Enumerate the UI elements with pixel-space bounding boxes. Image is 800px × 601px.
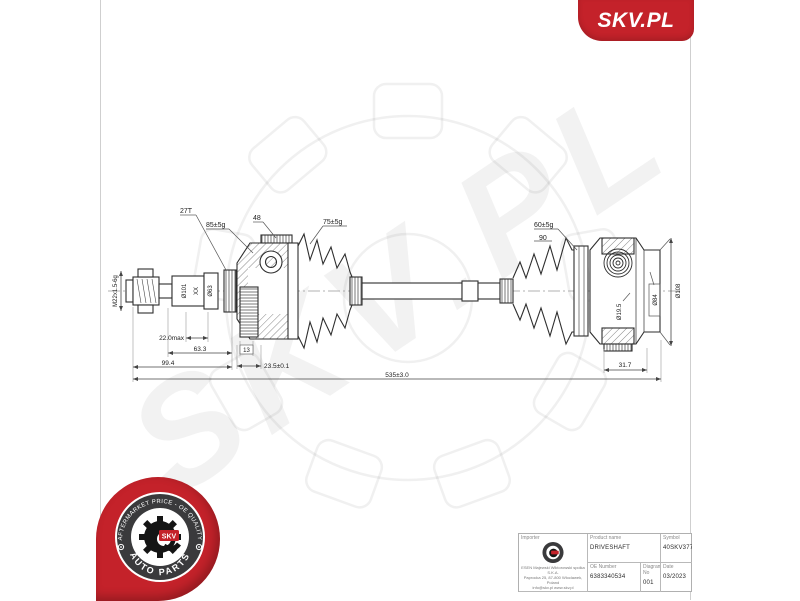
dim-23: 23.5±0.1 (264, 363, 290, 370)
date-value: 03/2023 (663, 574, 687, 580)
callout-spline-teeth: 27T (180, 208, 193, 215)
dia-boxed-frame (648, 283, 661, 317)
importer-cell: Importer ESEN Majewski Wiktorowski spolk… (519, 534, 588, 592)
title-block-table: Importer ESEN Majewski Wiktorowski spolk… (518, 533, 692, 592)
callout-dia-a: Ø101 (182, 283, 188, 298)
skv-badge-small-icon (542, 541, 564, 564)
outer-housing-cap-top (601, 237, 635, 255)
dim-13-box (239, 344, 254, 355)
badge-dot-left (117, 543, 125, 551)
left-boot-top (297, 232, 353, 278)
importer-label: Importer (521, 535, 540, 541)
badge-dot-right (195, 543, 203, 551)
diagram-no-cell: Diagram No 001 (641, 563, 661, 592)
leader-lines (180, 214, 671, 346)
callout-thread: M22x1.5-6g (113, 275, 119, 307)
symbol-cell: Symbol 40SKV377 (661, 534, 692, 563)
importer-address: ESEN Majewski Wiktorowski spolka S.K.A. … (521, 565, 585, 590)
dim-22max: 22.0max (159, 335, 185, 342)
callout-dia-shaft: Ø19.5 (617, 303, 623, 320)
outer-housing-cap-bottom (601, 327, 635, 345)
spline-section (223, 269, 237, 313)
left-boot-bottom (297, 304, 353, 350)
callout-dia-boxed: Ø84 (653, 294, 659, 306)
right-boot-bottom (512, 302, 574, 346)
skv-logo-text: SKV.PL (597, 8, 675, 32)
right-boot-top (512, 236, 574, 280)
callout-abs-teeth: 48 (253, 215, 261, 222)
callout-dia-c: Ø63 (208, 285, 214, 297)
callout-grease-right-boot: 60±5g (534, 222, 554, 229)
product-name-cell: Product name DRIVESHAFT (588, 534, 661, 563)
shaft (361, 282, 463, 300)
wheel-bearing (603, 248, 633, 278)
callout-dia-ring: Ø108 (676, 283, 682, 298)
abs-ring-left (260, 234, 293, 244)
product-name-label: Product name (590, 535, 622, 541)
dim-overall: 535±3.0 (385, 372, 409, 379)
neck (158, 283, 173, 299)
page-border-right (690, 0, 691, 600)
dim-13: 13 (243, 348, 250, 354)
gear-wrench-icon: SKV (139, 516, 181, 558)
diagram-no-label: Diagram No (643, 564, 661, 576)
date-label: Date (663, 564, 674, 570)
callout-dia-b: XX (194, 287, 200, 295)
skv-auto-parts-badge: AFTERMARKET PRICE - OE QUALITY AUTO PART… (115, 492, 205, 582)
date-cell: Date 03/2023 (661, 563, 692, 592)
diagram-no-value: 001 (643, 580, 654, 586)
nut-flat-top (137, 268, 154, 278)
callout-grease-inner: 85±5g (206, 222, 226, 229)
callout-boot-dim: 90 (539, 235, 547, 242)
left-boot-small-clamp (349, 276, 363, 306)
nut-flat-bottom (137, 304, 154, 314)
skv-logo-tab: SKV.PL (578, 0, 694, 41)
right-boot-small-clamp (499, 278, 514, 304)
dim-99: 99.4 (162, 360, 175, 367)
dim-63: 63.3 (194, 346, 207, 353)
thread-stub (132, 276, 160, 306)
callout-grease-left-boot: 75±5g (323, 219, 343, 226)
skv-auto-parts-logo-pin: AFTERMARKET PRICE - OE QUALITY AUTO PART… (96, 477, 220, 601)
page-border-left (100, 0, 101, 600)
oe-number-cell: OE Number 6383340534 (588, 563, 641, 592)
oe-number-label: OE Number (590, 564, 617, 570)
symbol-label: Symbol (663, 535, 680, 541)
oe-number-value: 6383340534 (590, 574, 626, 580)
shaft-2 (477, 282, 501, 300)
right-boot-big-clamp (573, 245, 589, 337)
left-boot-big-clamp (287, 242, 299, 340)
left-washer (125, 279, 134, 303)
shaft-collar (461, 280, 479, 302)
abs-ring-right (603, 343, 633, 352)
stub-shoulder (203, 272, 219, 310)
product-name-value: DRIVESHAFT (590, 545, 631, 551)
symbol-value: 40SKV377 (663, 545, 692, 551)
driveshaft-body (125, 232, 661, 352)
dim-31: 31.7 (619, 362, 632, 369)
badge-center-label: SKV (162, 534, 177, 541)
gearbox-spline-sleeve (239, 286, 259, 338)
